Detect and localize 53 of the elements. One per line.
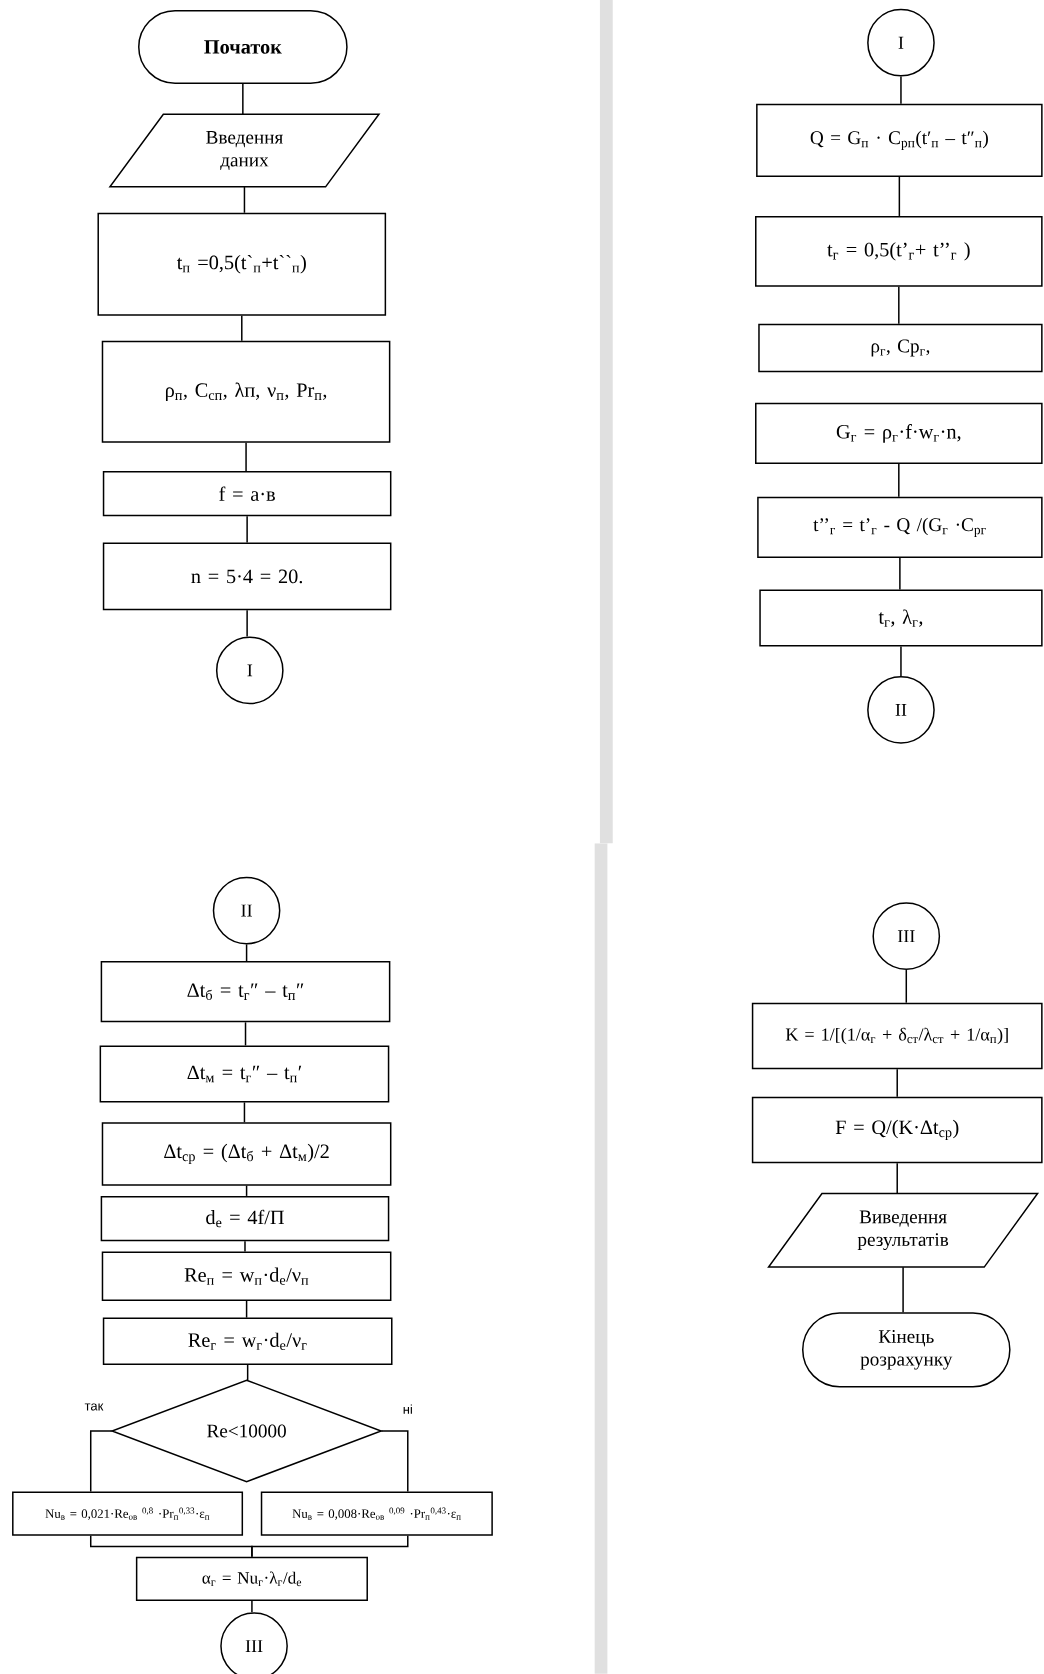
connector-line xyxy=(896,1162,898,1194)
connector-line xyxy=(90,1430,113,1493)
connector-line xyxy=(902,1266,904,1313)
branch-label: ні xyxy=(403,1404,412,1414)
connector-line xyxy=(244,1240,246,1253)
connector-line xyxy=(380,1430,409,1493)
process-box: α$_{г}$ = Nu$_{г}$·λ$_{г}$/d$_{е}$ xyxy=(135,1556,368,1601)
process-box: Q = G$_{п}$ · C$_{рп}$(t′$_{п}$ – t″$_{п}$) xyxy=(756,103,1043,177)
terminator-box: Початок xyxy=(138,9,348,85)
process-box: F = Q/(K·Δt$_{ср}$) xyxy=(751,1096,1043,1164)
connector-line xyxy=(245,441,247,472)
process-box: Nu$_{в}$ = 0,021·Re$_{ов}$ $^{0,8}$ ·Pr$_{п}$$^{0,33}$·ε$_{п}$ xyxy=(12,1491,244,1536)
connector-line xyxy=(243,1101,246,1123)
process-box: Δt$_{б}$ = t$_{г}$″ – t$_{п}$″ xyxy=(100,961,391,1023)
connector-line xyxy=(246,609,248,638)
connector-line xyxy=(242,83,244,115)
process-box: d$_{е}$ = 4f/П xyxy=(100,1195,390,1242)
branch-label: так xyxy=(84,1403,104,1411)
process-box: ρ$_{п}$, C$_{сп}$, λп, ν$_{п}$, Pr$_{п}$, xyxy=(101,340,391,443)
process-box: t’’$_{г}$ = t’$_{г}$ - Q /(G$_{г}$ ·C$_{рг}$ xyxy=(757,496,1043,558)
connector-line xyxy=(898,463,900,498)
connector-line xyxy=(244,1021,247,1047)
process-box: f = a·в xyxy=(102,471,392,517)
connector-line xyxy=(898,176,901,217)
connector-line xyxy=(241,314,243,342)
process-box: t$_{г}$ = 0,5(t’$_{г}$+ t’’$_{г}$ ) xyxy=(755,215,1043,287)
io-parallelogram: Виведення результатів xyxy=(767,1192,1040,1268)
process-box: K = 1/[(1/α$_{г}$ + δ$_{ст}$/λ$_{ст}$ + 1/α$_{п}$)] xyxy=(751,1002,1043,1070)
process-box: n = 5·4 = 20. xyxy=(102,542,392,611)
connector-line xyxy=(251,1600,253,1613)
process-box: t$_{г}$, λ$_{г}$, xyxy=(759,589,1043,647)
process-box: Re$_{п}$ = w$_{п}$·d$_{е}$/ν$_{п}$ xyxy=(101,1251,392,1301)
connector-line xyxy=(896,1068,898,1098)
connector-line xyxy=(251,1535,409,1558)
connector-line xyxy=(898,286,900,325)
connector-line xyxy=(245,1300,248,1319)
connector-line xyxy=(245,943,248,962)
process-box: ρ$_{г}$, Cp$_{г}$, xyxy=(758,323,1043,373)
process-box: G$_{г}$ = ρ$_{г}$·f·w$_{г}$·n, xyxy=(755,402,1043,465)
process-box: Re$_{г}$ = w$_{г}$·d$_{е}$/ν$_{г}$ xyxy=(102,1317,393,1365)
connector-line xyxy=(245,1184,248,1197)
process-box: Δt$_{ср}$ = (Δt$_{б}$ + Δt$_{м}$)/2 xyxy=(101,1122,392,1186)
connector-line xyxy=(900,645,902,677)
connector-line xyxy=(900,75,902,105)
connector-line xyxy=(899,557,901,591)
process-box: Δt$_{м}$ = t$_{г}$″ – t$_{п}$′ xyxy=(99,1045,390,1103)
terminator-box: Кінець розрахунку xyxy=(802,1312,1011,1388)
process-box: Nu$_{в}$ = 0,008·Re$_{ов}$ $^{0,09}$ ·Pr$_{п}$$^{0,43}$·ε$_{п}$ xyxy=(260,1491,493,1536)
connector-line xyxy=(246,515,248,544)
connector-line xyxy=(905,969,908,1004)
connector-line xyxy=(246,1364,249,1381)
process-box: t$_{п}$ =0,5(t`$_{п}$+t``$_{п}$) xyxy=(97,212,387,316)
connector-line xyxy=(243,186,246,214)
